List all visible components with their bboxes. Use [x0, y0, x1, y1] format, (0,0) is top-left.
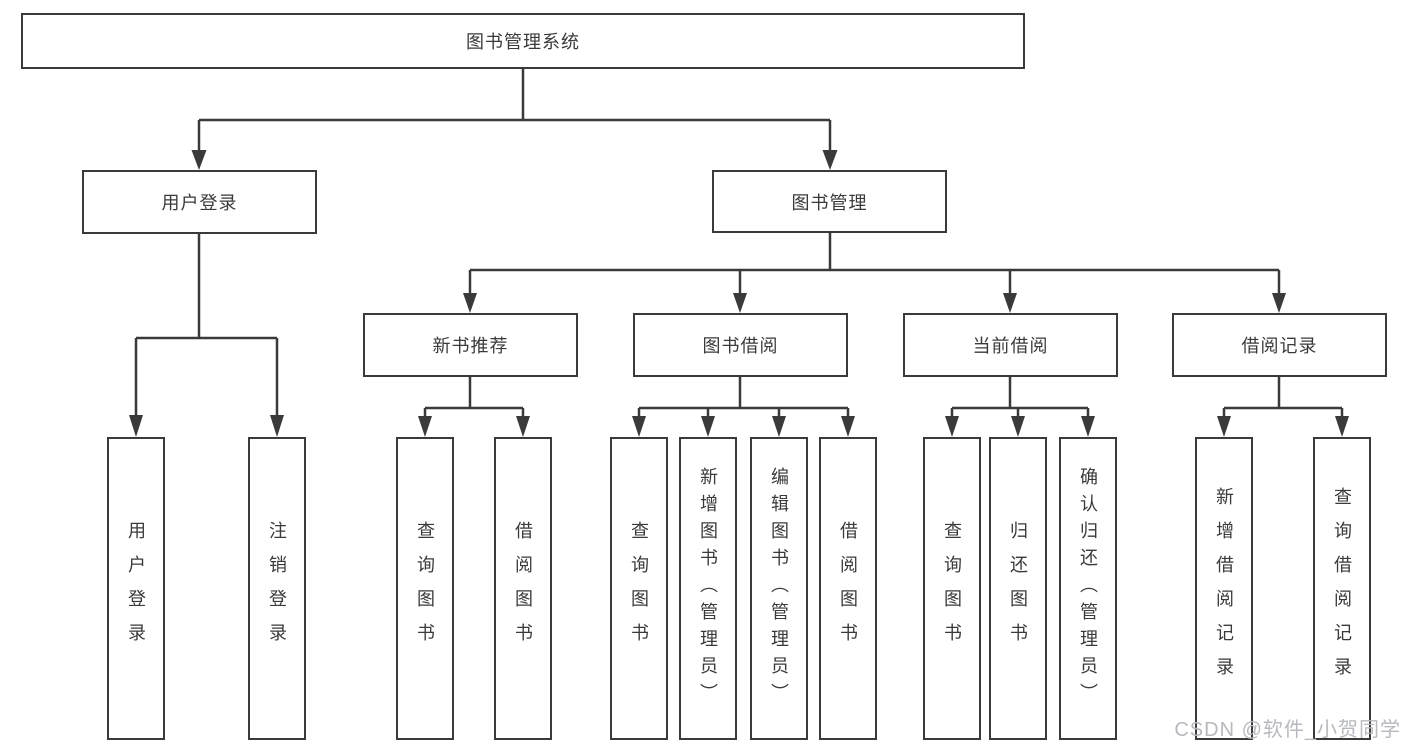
- leaf-logout: 注销登录: [248, 437, 306, 740]
- leaf-return-books-label: 归还图书: [1008, 520, 1028, 657]
- node-book-borrowing: 图书借阅: [633, 313, 848, 377]
- node-current-borrowing: 当前借阅: [903, 313, 1118, 377]
- leaf-add-borrow-record-label: 新增借阅记录: [1214, 486, 1234, 691]
- leaf-borrow-books-1: 借阅图书: [494, 437, 552, 740]
- node-current-borrowing-label: 当前借阅: [972, 336, 1049, 356]
- connector-current-borrow-group: [950, 377, 1090, 418]
- node-book-management: 图书管理: [712, 170, 947, 233]
- node-borrowing-records: 借阅记录: [1172, 313, 1387, 377]
- connector-root-to-level2: [197, 69, 832, 152]
- arrowheads-level4: [418, 416, 1349, 437]
- node-book-borrowing-label: 图书借阅: [702, 336, 779, 356]
- node-user-login-label: 用户登录: [161, 193, 238, 213]
- leaf-confirm-return-admin-label: 确认归还（管理员）: [1078, 467, 1098, 710]
- leaf-return-books: 归还图书: [989, 437, 1047, 740]
- leaf-add-books-admin-label: 新增图书（管理员）: [698, 467, 718, 710]
- node-book-management-label: 图书管理: [791, 192, 868, 213]
- arrowheads-level3: [463, 293, 1286, 313]
- leaf-query-books-1-label: 查询图书: [415, 520, 435, 657]
- node-new-book-recommend: 新书推荐: [363, 313, 578, 377]
- node-root-system-label: 图书管理系统: [466, 32, 580, 52]
- connector-borrow-records-group: [1222, 377, 1344, 418]
- leaf-user-login: 用户登录: [107, 437, 165, 740]
- node-user-login: 用户登录: [82, 170, 317, 234]
- leaf-edit-books-admin: 编辑图书（管理员）: [750, 437, 808, 740]
- leaf-confirm-return-admin: 确认归还（管理员）: [1059, 437, 1117, 740]
- leaf-user-login-label: 用户登录: [126, 520, 146, 657]
- arrowheads-user-login-group: [129, 415, 284, 437]
- leaf-borrow-books-2: 借阅图书: [819, 437, 877, 740]
- leaf-query-books-2: 查询图书: [610, 437, 668, 740]
- connector-book-mgmt-to-level3: [468, 233, 1281, 295]
- leaf-add-books-admin: 新增图书（管理员）: [679, 437, 737, 740]
- node-new-book-recommend-label: 新书推荐: [432, 336, 509, 356]
- leaf-query-borrow-record-label: 查询借阅记录: [1332, 486, 1352, 691]
- arrowheads-level2: [191, 150, 838, 170]
- leaf-edit-books-admin-label: 编辑图书（管理员）: [769, 467, 789, 710]
- leaf-add-borrow-record: 新增借阅记录: [1195, 437, 1253, 740]
- leaf-query-books-3-label: 查询图书: [942, 520, 962, 657]
- node-borrowing-records-label: 借阅记录: [1241, 336, 1318, 356]
- leaf-query-books-1: 查询图书: [396, 437, 454, 740]
- leaf-query-books-2-label: 查询图书: [629, 520, 649, 657]
- leaf-query-books-3: 查询图书: [923, 437, 981, 740]
- leaf-logout-label: 注销登录: [267, 520, 287, 657]
- leaf-borrow-books-1-label: 借阅图书: [513, 520, 533, 657]
- leaf-borrow-books-2-label: 借阅图书: [838, 520, 858, 657]
- node-root-system: 图书管理系统: [21, 13, 1025, 69]
- leaf-query-borrow-record: 查询借阅记录: [1313, 437, 1371, 740]
- connector-user-login-group: [134, 234, 279, 418]
- connector-book-borrow-group: [637, 377, 850, 418]
- connector-new-books-group: [423, 377, 525, 418]
